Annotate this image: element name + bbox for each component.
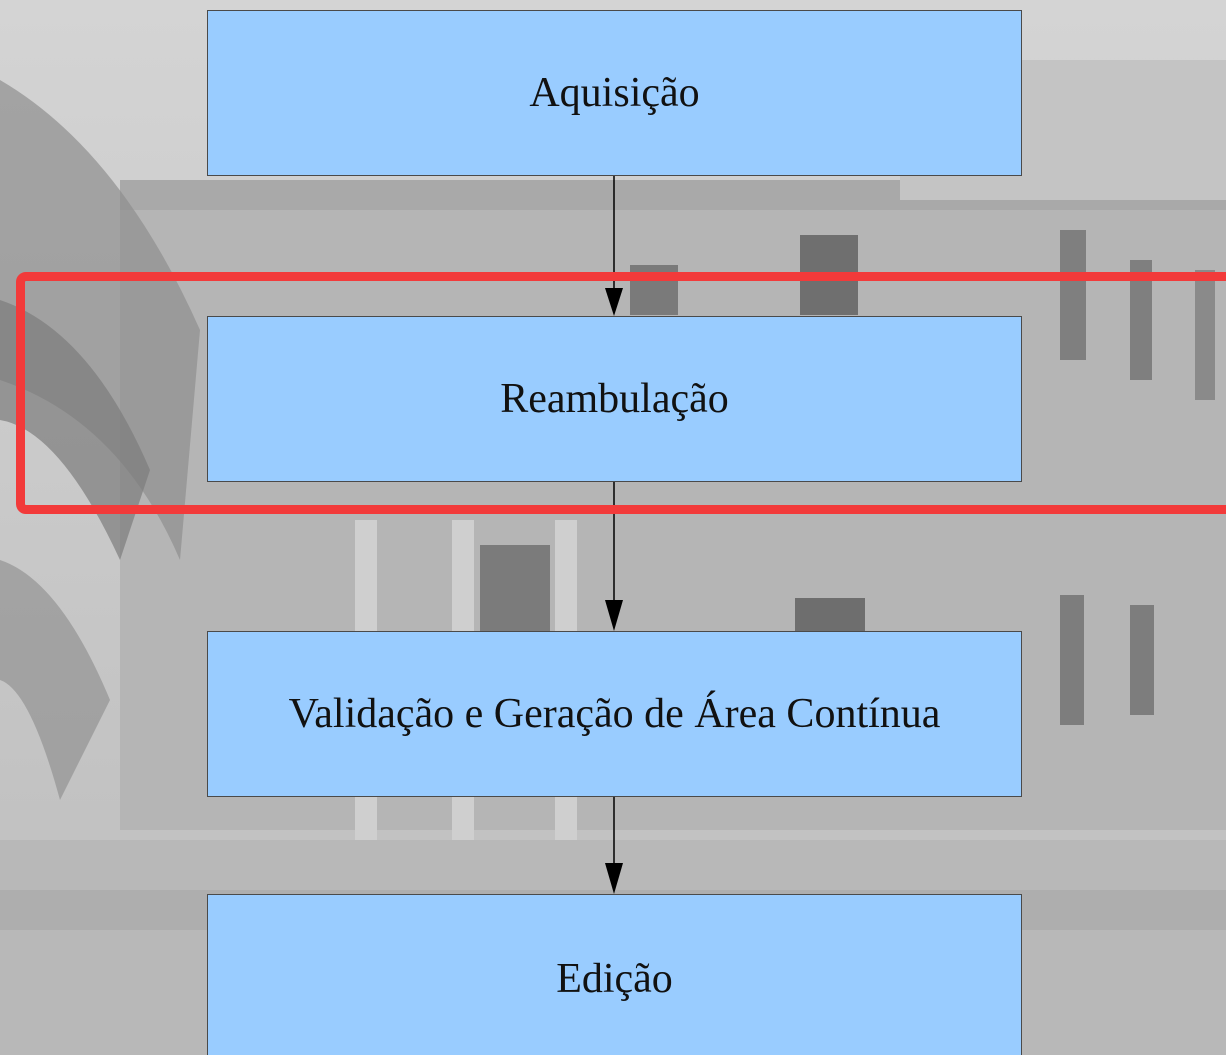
step-label: Edição: [556, 956, 673, 1002]
step-box-aquisicao: Aquisição: [207, 10, 1022, 176]
step-box-validacao: Validação e Geração de Área Contínua: [207, 631, 1022, 797]
step-label: Aquisição: [529, 70, 700, 116]
step-box-reambulacao: Reambulação: [207, 316, 1022, 482]
step-label: Reambulação: [500, 376, 729, 422]
step-label: Validação e Geração de Área Contínua: [288, 691, 941, 737]
step-box-edicao: Edição: [207, 894, 1022, 1055]
